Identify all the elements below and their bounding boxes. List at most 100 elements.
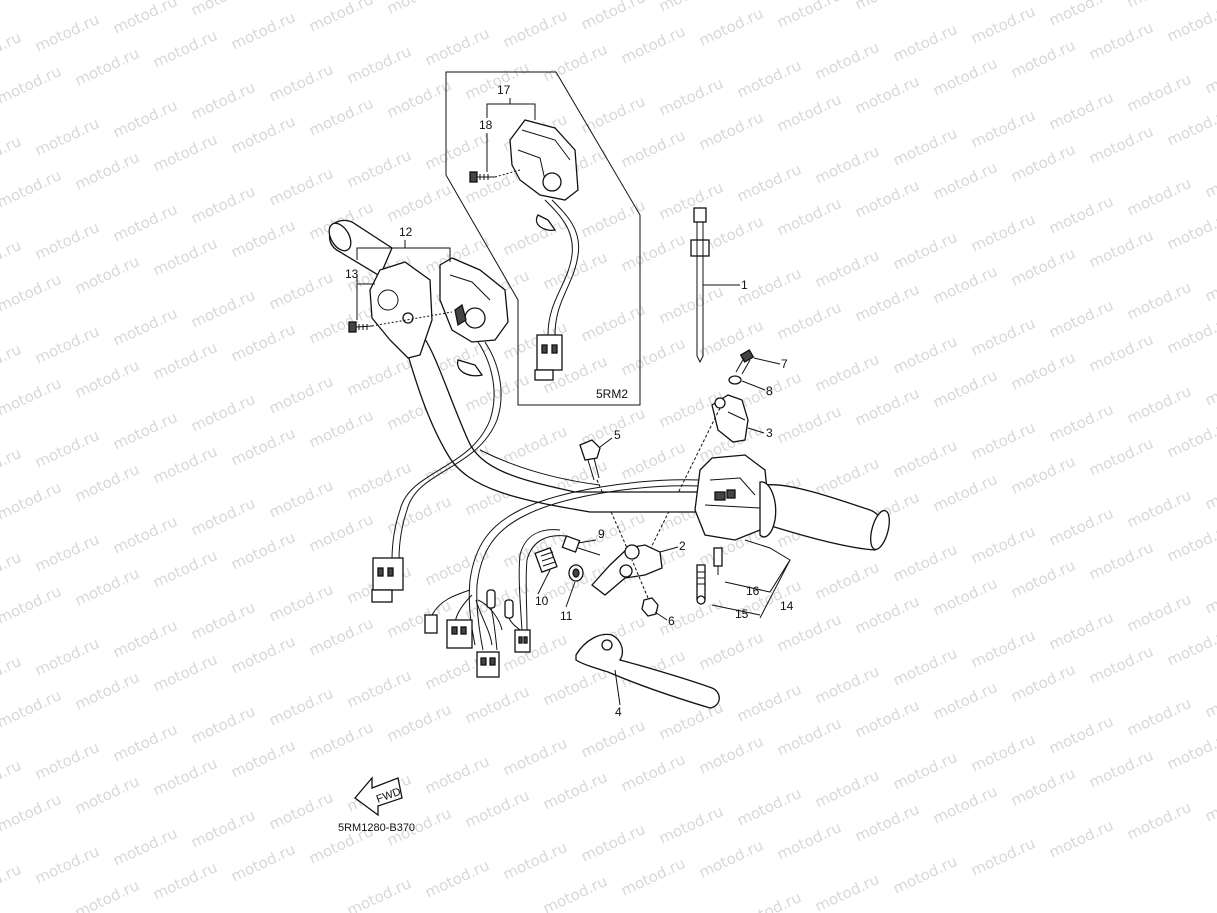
watermark-text: motod.ru [1046,816,1116,861]
watermark-text: motod.ru [1202,572,1217,617]
watermark-text: motod.ru [72,460,142,505]
watermark-text: motod.ru [1124,174,1194,219]
watermark-text: motod.ru [774,90,844,135]
watermark-text: motod.ru [890,124,960,169]
watermark-text: motod.ru [1086,434,1156,479]
watermark-text: motod.ru [0,652,24,697]
watermark-text: motod.ru [930,782,1000,827]
washer-8: 8 [728,375,773,398]
watermark-text: motod.ru [1046,0,1116,30]
left-switch-lower-housing [369,261,433,359]
watermark-text: motod.ru [500,526,570,571]
watermark-text: motod.ru [0,686,64,731]
watermark-text: motod.ru [578,300,648,345]
watermark-text: motod.ru [656,0,726,16]
watermark-text: motod.ru [306,0,376,36]
watermark-text: motod.ru [890,540,960,585]
watermark-text: motod.ru [32,426,102,471]
watermark-text: motod.ru [344,42,414,87]
watermark-text: motod.ru [72,876,142,913]
inset-harness [544,199,573,336]
watermark-text: motod.ru [1124,590,1194,635]
watermark-text: motod.ru [1202,260,1217,305]
watermark-text: motod.ru [344,354,414,399]
watermark-text: motod.ru [110,512,180,557]
watermark-text: motod.ru [656,74,726,119]
watermark-text: motod.ru [1008,36,1078,81]
watermark-text: motod.ru [696,108,766,153]
watermark-text: motod.ru [0,374,64,419]
watermark-text: motod.ru [578,92,648,137]
watermark-text: motod.ru [1202,364,1217,409]
watermark-text: motod.ru [188,806,258,851]
watermark-text: motod.ru [266,580,336,625]
watermark-text: motod.ru [852,384,922,429]
inset-connector [536,334,563,371]
watermark-text: motod.ru [228,216,298,261]
inset-switch-housing [509,119,579,201]
callout-10: 10 [535,594,549,608]
watermark-text: motod.ru [1086,122,1156,167]
watermark-text: motod.ru [72,44,142,89]
callout-12: 12 [399,225,413,239]
watermark-text: motod.ru [1164,104,1217,149]
watermark-text: motod.ru [734,784,804,829]
watermark-text: motod.ru [1086,18,1156,63]
watermark-text: motod.ru [774,0,844,32]
callout-14: 14 [780,599,794,613]
watermark-text: motod.ru [188,702,258,747]
watermark-text: motod.ru [0,756,24,801]
callout-9: 9 [598,527,605,541]
watermark-text: motod.ru [1164,312,1217,357]
watermark-text: motod.ru [150,754,220,799]
watermark-text: motod.ru [72,252,142,297]
watermark-text: motod.ru [578,0,648,34]
watermark-text: motod.ru [1124,0,1194,12]
watermark-text: motod.ru [540,40,610,85]
watermark-text: motod.ru [812,350,882,395]
watermark-text: motod.ru [266,788,336,833]
watermark-text: motod.ru [696,732,766,777]
watermark-text: motod.ru [188,286,258,331]
watermark-text: motod.ru [774,610,844,655]
watermark-text: motod.ru [32,218,102,263]
watermark-text: motod.ru [1164,520,1217,565]
watermark-text: motod.ru [344,874,414,913]
inset-5rm2: 17 18 5RM2 [445,71,641,406]
watermark-text: motod.ru [0,0,64,4]
watermark-text: motod.ru [0,340,24,385]
watermark-text: motod.ru [1124,70,1194,115]
watermark-text: motod.ru [0,478,64,523]
watermark-text: motod.ru [32,738,102,783]
watermark-text: motod.ru [150,338,220,383]
watermark-text: motod.ru [890,644,960,689]
watermark-text: motod.ru [1124,486,1194,531]
callout-1: 1 [741,278,748,292]
watermark-text: motod.ru [930,574,1000,619]
inset-border [445,71,641,406]
watermark-text: motod.ru [110,304,180,349]
watermark-text: motod.ru [188,390,258,435]
watermark-text: motod.ru [188,182,258,227]
inset-screw [469,169,521,183]
watermark-text: motod.ru [890,436,960,481]
inset-model-label: 5RM2 [596,387,628,401]
watermark-text: motod.ru [1202,156,1217,201]
right-switch-screws [696,547,723,605]
watermark-text: motod.ru [618,334,688,379]
left-switch-harness [391,341,495,561]
watermark-text: motod.ru [968,2,1038,47]
watermark-text: motod.ru [228,320,298,365]
callout-11: 11 [560,609,573,623]
watermark-text: motod.ru [1008,452,1078,497]
watermark-text: motod.ru [1046,192,1116,237]
watermark-text: motod.ru [774,298,844,343]
watermark-text: motod.ru [72,148,142,193]
watermark-text: motod.ru [1046,88,1116,133]
watermark-text: motod.ru [1008,140,1078,185]
watermark-text: motod.ru [1008,660,1078,705]
watermark-text: motod.ru [618,750,688,795]
watermark-text: motod.ru [0,444,24,489]
watermark-text: motod.ru [696,4,766,49]
